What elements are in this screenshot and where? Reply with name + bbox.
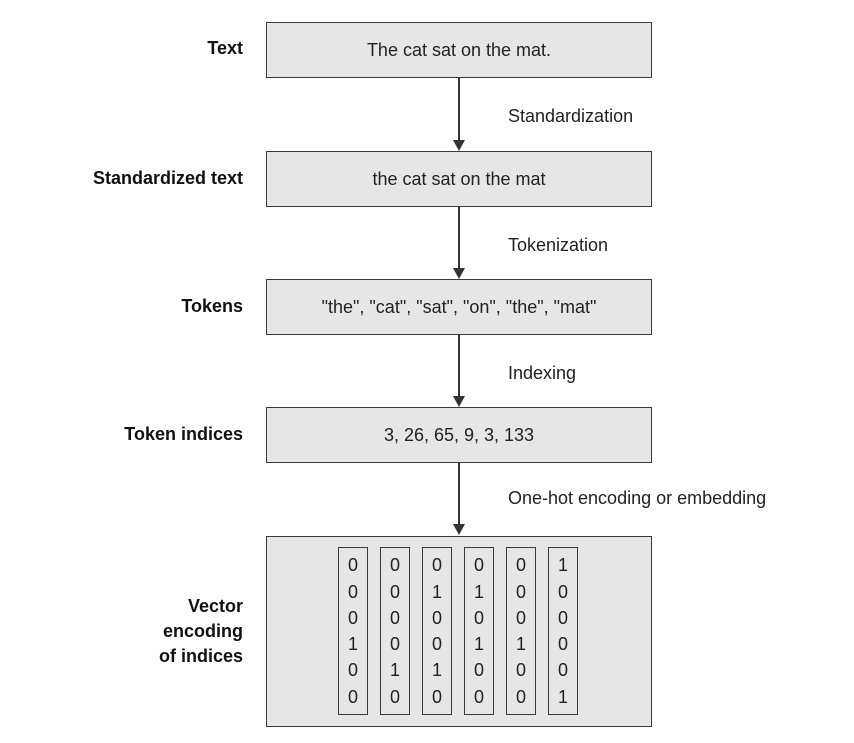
step-label-tokenization: Tokenization [508, 235, 609, 255]
vector-cell: 0 [557, 634, 568, 655]
vector-cell: 0 [515, 686, 526, 707]
arrow-line-encoding [458, 463, 460, 525]
stage-label-text: Text [207, 38, 243, 58]
vector-cell: 0 [431, 607, 442, 628]
one-hot-vector: 0 0 0 0 1 0 [380, 547, 410, 715]
vector-cell: 0 [473, 686, 484, 707]
vector-cell: 1 [347, 634, 358, 655]
one-hot-vector: 0 1 0 1 0 0 [464, 547, 494, 715]
vector-cell: 0 [515, 607, 526, 628]
vector-encoding-label-line: encoding [163, 621, 243, 641]
stage-label-tokens: Tokens [181, 296, 243, 316]
vector-cell: 0 [515, 660, 526, 681]
arrowhead-standardization [453, 140, 465, 151]
arrow-line-indexing [458, 335, 460, 397]
one-hot-vector: 0 0 0 1 0 0 [506, 547, 536, 715]
stage-label-token-indices: Token indices [124, 424, 243, 444]
one-hot-vector: 0 0 0 1 0 0 [338, 547, 368, 715]
vector-cell: 1 [473, 581, 484, 602]
vector-cell: 1 [473, 634, 484, 655]
step-label-encoding: One-hot encoding or embedding [508, 488, 767, 508]
vector-cell: 1 [431, 660, 442, 681]
vector-cell: 0 [389, 634, 400, 655]
arrowhead-tokenization [453, 268, 465, 279]
vector-cell: 1 [389, 660, 400, 681]
token-indices-box: 3, 26, 65, 9, 3, 133 [266, 407, 652, 463]
vector-encoding-box [266, 536, 652, 727]
standardized-text-box-content: the cat sat on the mat [372, 168, 546, 189]
vector-encoding-label-line: Vector [187, 596, 243, 616]
vector-cell: 0 [389, 686, 400, 707]
vector-cell: 1 [515, 634, 526, 655]
vector-cell: 0 [515, 555, 526, 576]
arrowhead-indexing [453, 396, 465, 407]
token-indices-box-content: 3, 26, 65, 9, 3, 133 [383, 424, 535, 445]
arrow-line-tokenization [458, 207, 460, 269]
vector-encoding-label-line: of indices [158, 646, 243, 666]
vector-cell: 0 [347, 686, 358, 707]
vector-cell: 0 [347, 660, 358, 681]
vector-cell: 0 [389, 555, 400, 576]
vector-cell: 0 [557, 607, 568, 628]
text-box-content: The cat sat on the mat. [366, 39, 552, 60]
vector-cell: 0 [347, 607, 358, 628]
vector-cell: 0 [389, 581, 400, 602]
vector-cell: 1 [431, 581, 442, 602]
vector-encoding-label: Vector encoding of indices [159, 594, 243, 669]
arrowhead-encoding [453, 524, 465, 535]
vector-cell: 0 [557, 581, 568, 602]
vector-cell: 0 [557, 660, 568, 681]
standardized-text-box: the cat sat on the mat [266, 151, 652, 207]
vector-cell: 1 [557, 686, 568, 707]
tokens-box-content: "the", "cat", "sat", "on", "the", "mat" [321, 296, 597, 317]
vector-cell: 0 [431, 686, 442, 707]
step-label-indexing: Indexing [508, 363, 577, 383]
vector-cell: 0 [431, 634, 442, 655]
vector-cell: 0 [431, 555, 442, 576]
one-hot-vector: 1 0 0 0 0 1 [548, 547, 578, 715]
vector-cell: 0 [389, 607, 400, 628]
stage-label-standardized-text: Standardized text [92, 168, 243, 188]
text-box: The cat sat on the mat. [266, 22, 652, 78]
vector-cell: 0 [473, 555, 484, 576]
arrow-line-standardization [458, 78, 460, 141]
tokens-box: "the", "cat", "sat", "on", "the", "mat" [266, 279, 652, 335]
vector-cell: 0 [347, 555, 358, 576]
vector-cell: 0 [473, 607, 484, 628]
vector-cell: 1 [557, 555, 568, 576]
one-hot-vector: 0 1 0 0 1 0 [422, 547, 452, 715]
vector-cell: 0 [473, 660, 484, 681]
vector-cell: 0 [347, 581, 358, 602]
vector-cell: 0 [515, 581, 526, 602]
step-label-standardization: Standardization [508, 106, 634, 126]
